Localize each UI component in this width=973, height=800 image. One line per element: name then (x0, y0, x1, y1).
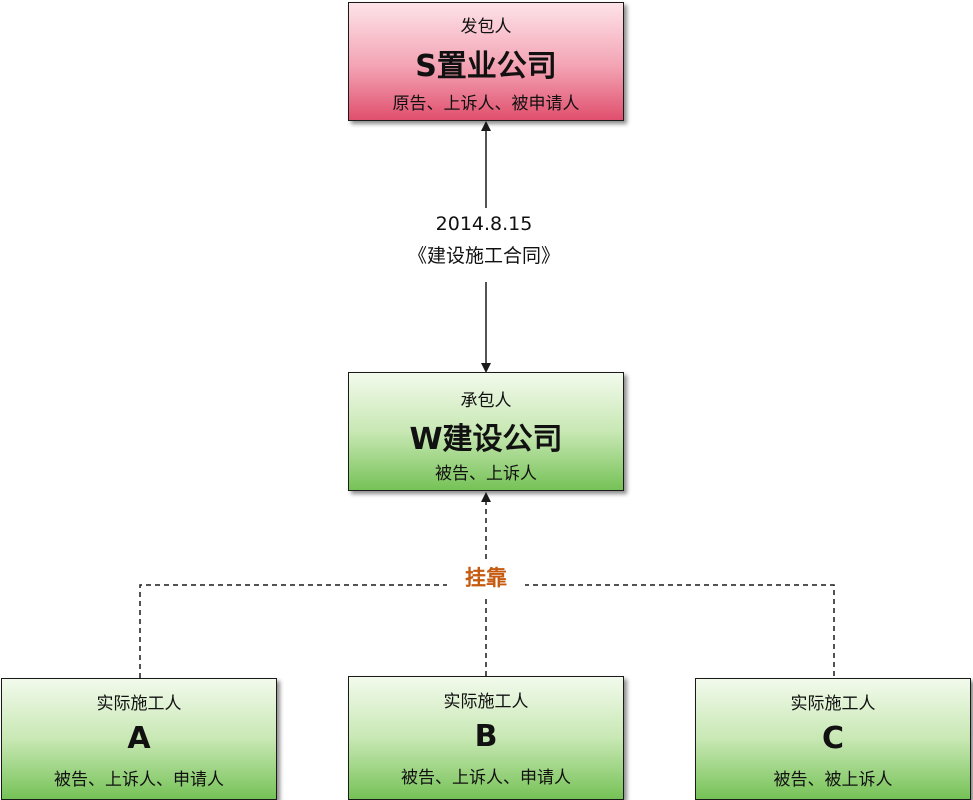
contractor-name: W建设公司 (409, 422, 563, 457)
builder-c-status: 被告、被上诉人 (773, 770, 893, 790)
owner-status: 原告、上诉人、被申请人 (392, 94, 580, 114)
hang-label: 挂靠 (447, 561, 525, 595)
contractor-status: 被告、上诉人 (435, 464, 537, 484)
contract-title: 《建设施工合同》 (407, 245, 560, 267)
contract-date: 2014.8.15 (435, 213, 533, 235)
contractor-role: 承包人 (460, 391, 512, 411)
builder-c-name: C (821, 721, 845, 756)
builder-a-name: A (127, 721, 151, 756)
builder-b-role: 实际施工人 (443, 692, 529, 712)
owner-role: 发包人 (460, 17, 512, 37)
hang-branch-line (139, 584, 835, 678)
builder-b-name: B (474, 719, 498, 754)
builder-box-a: 实际施工人 A 被告、上诉人、申请人 (1, 678, 277, 800)
builder-c-role: 实际施工人 (790, 694, 876, 714)
builder-a-status: 被告、上诉人、申请人 (54, 770, 224, 790)
builder-box-b: 实际施工人 B 被告、上诉人、申请人 (348, 676, 624, 800)
builder-b-status: 被告、上诉人、申请人 (401, 768, 571, 788)
contract-label: 2014.8.15 《建设施工合同》 (384, 208, 584, 272)
contractor-box: 承包人 W建设公司 被告、上诉人 (348, 372, 624, 491)
owner-box: 发包人 S置业公司 原告、上诉人、被申请人 (348, 2, 624, 121)
owner-name: S置业公司 (415, 49, 557, 84)
builder-box-c: 实际施工人 C 被告、被上诉人 (695, 678, 971, 800)
builder-a-role: 实际施工人 (96, 694, 182, 714)
